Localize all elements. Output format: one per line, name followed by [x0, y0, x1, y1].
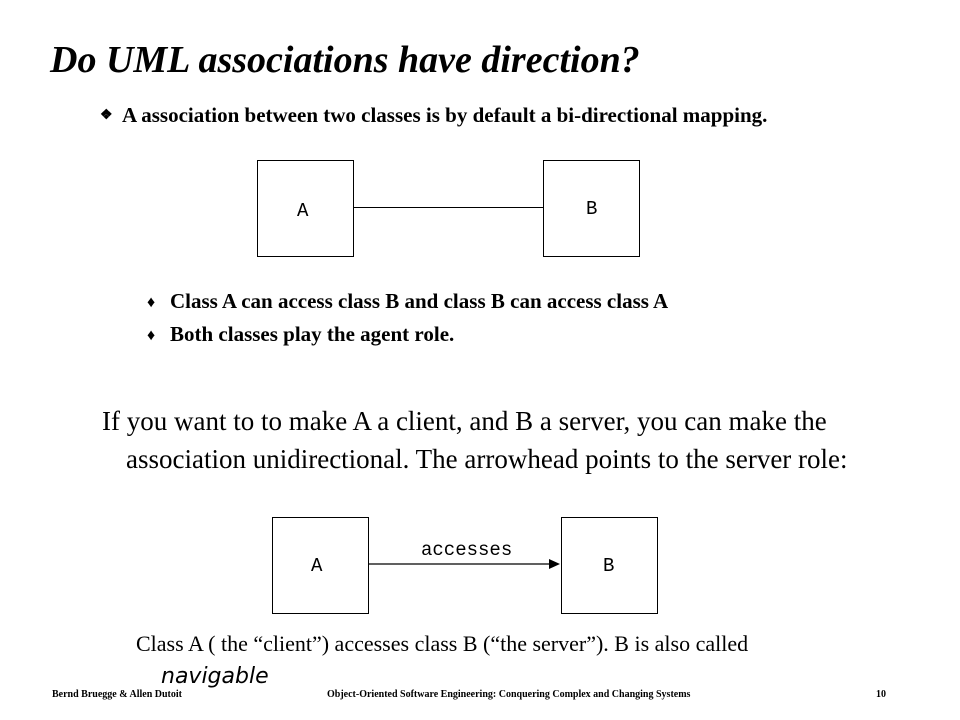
class-label-b: B	[603, 555, 615, 577]
sub-bullet-diamond-icon: ♦	[147, 294, 156, 311]
bullet-diamond-icon: ❖	[100, 108, 113, 123]
class-label-b: B	[586, 198, 598, 220]
caption-navigable: navigable	[161, 664, 269, 689]
footer-page-number: 10	[876, 689, 886, 700]
sub-bullet-text: Both classes play the agent role.	[170, 322, 455, 346]
navigable-arrow	[369, 559, 560, 569]
main-bullet-text: A association between two classes is by …	[122, 103, 768, 127]
sub-bullet-text: Class A can access class B and class B c…	[170, 289, 669, 313]
sub-bullet-1: ♦ Class A can access class B and class B …	[147, 287, 668, 317]
class-label-a: A	[297, 200, 309, 222]
main-bullet: ❖ A association between two classes is by…	[100, 102, 922, 129]
arrowhead-icon	[549, 559, 560, 569]
class-box-a: A	[272, 517, 369, 614]
sub-bullet-2: ♦ Both classes play the agent role.	[147, 320, 454, 350]
footer-authors: Bernd Bruegge & Allen Dutoit	[52, 689, 182, 700]
association-label: accesses	[421, 539, 513, 561]
class-box-a: A	[257, 160, 354, 257]
class-label-a: A	[311, 555, 323, 577]
footer-book-title: Object-Oriented Software Engineering: Co…	[327, 689, 691, 700]
class-box-b: B	[561, 517, 658, 614]
association-line	[354, 207, 543, 208]
caption: Class A ( the “client”) accesses class B…	[136, 631, 749, 656]
slide-title: Do UML associations have direction?	[50, 39, 640, 81]
body-paragraph: If you want to to make A a client, and B…	[102, 406, 848, 474]
class-box-b: B	[543, 160, 640, 257]
sub-bullet-diamond-icon: ♦	[147, 327, 156, 344]
